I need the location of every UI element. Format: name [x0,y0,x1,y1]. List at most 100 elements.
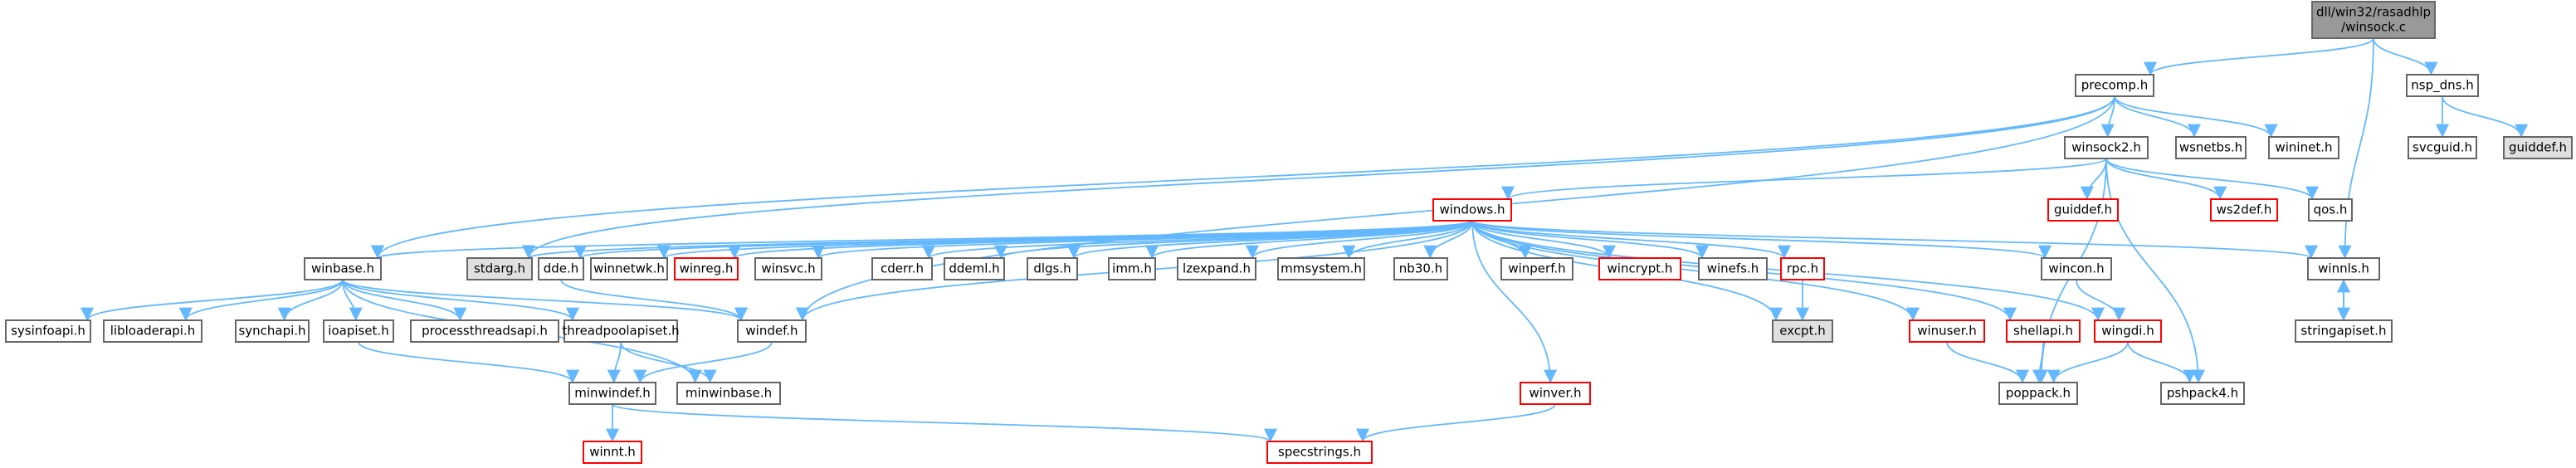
node-guiddef_red[interactable]: guiddef.h [2047,198,2119,222]
node-box-dlgs [1027,257,1078,280]
node-label-guiddef_red: guiddef.h [2054,202,2112,217]
node-winnetwk[interactable]: winnetwk.h [590,257,668,280]
node-dlgs[interactable]: dlgs.h [1027,257,1078,280]
node-label-wincrypt: wincrypt.h [1608,261,1673,276]
node-label-root: dll/win32/rasadhlp [2316,5,2431,20]
node-wincon[interactable]: wincon.h [2041,257,2112,280]
node-winsock2[interactable]: winsock2.h [2064,136,2149,159]
edge-winsock2-to-pshpack4 [2105,158,2205,383]
edge-winsock2-to-ws2def [2105,158,2227,200]
node-svcguid[interactable]: svcguid.h [2408,136,2477,159]
node-winperf[interactable]: winperf.h [1500,257,1573,280]
node-box-cderr [871,257,933,280]
node-label-svcguid: svcguid.h [2413,140,2472,155]
node-box-shellapi [2006,319,2081,343]
node-box-synchapi [235,319,310,343]
node-sysinfoapi[interactable]: sysinfoapi.h [5,319,91,343]
node-box-guiddef_gray [2503,136,2573,159]
node-excpt[interactable]: excpt.h [1772,319,1833,343]
node-label-guiddef_gray: guiddef.h [2509,140,2567,155]
node-winnt[interactable]: winnt.h [583,441,642,464]
edge-winuser-to-poppack [1946,341,2029,383]
node-qos[interactable]: qos.h [2308,198,2353,222]
node-mmsystem[interactable]: mmsystem.h [1277,257,1365,280]
edge-windows-to-dde [573,220,1473,259]
node-minwindef[interactable]: minwindef.h [568,382,656,405]
node-wsnetbs[interactable]: wsnetbs.h [2175,136,2247,159]
node-imm[interactable]: imm.h [1108,257,1156,280]
edge-precomp-to-stdarg [522,95,2115,259]
node-lzexpand[interactable]: lzexpand.h [1177,257,1256,280]
node-winefs[interactable]: winefs.h [1698,257,1768,280]
node-minwinbase[interactable]: minwinbase.h [676,382,781,405]
edge-windows-to-wincrypt [1471,220,1616,259]
node-winbase[interactable]: winbase.h [304,257,382,280]
node-label-stdarg: stdarg.h [474,261,525,276]
edge-windows-to-winefs [1471,220,1709,259]
edge-windows-to-dlgs [1067,220,1473,259]
node-label-windef: windef.h [745,324,798,339]
edge-windows-to-winver [1471,220,1558,383]
node-shellapi[interactable]: shellapi.h [2006,319,2081,343]
node-wininet[interactable]: wininet.h [2268,136,2339,159]
node-box-nsp_dns [2406,74,2479,97]
node-wingdi[interactable]: wingdi.h [2094,319,2162,343]
node-winnls[interactable]: winnls.h [2307,257,2380,280]
node-nb30[interactable]: nb30.h [1393,257,1448,280]
node-box-processthreadsapi [410,319,559,343]
node-box-precomp [2075,74,2154,97]
node-box-guiddef_red [2047,198,2119,222]
node-poppack[interactable]: poppack.h [1998,382,2078,405]
node-box-qos [2308,198,2353,222]
node-label-specstrings: specstrings.h [1278,445,1361,460]
edge-winbase-to-threadpoolapiset [342,279,579,321]
node-box-windows [1432,198,1512,222]
node-label-synchapi: synchapi.h [238,324,305,339]
node-threadpoolapiset[interactable]: threadpoolapiset.h [562,319,680,343]
node-guiddef_gray[interactable]: guiddef.h [2503,136,2573,159]
edge-precomp-to-winbase [371,95,2115,259]
node-precomp[interactable]: precomp.h [2075,74,2154,97]
node-stdarg[interactable]: stdarg.h [466,257,533,280]
edge-root-to-winnls [2338,37,2374,259]
node-nsp_dns[interactable]: nsp_dns.h [2406,74,2479,97]
node-ioapiset[interactable]: ioapiset.h [323,319,394,343]
node-label-wsnetbs: wsnetbs.h [2179,140,2242,155]
edge-winver-to-specstrings [1356,403,1556,442]
node-label-shellapi: shellapi.h [2013,324,2073,339]
node-label-ioapiset: ioapiset.h [328,324,388,339]
node-wincrypt[interactable]: wincrypt.h [1598,257,1681,280]
node-windows[interactable]: windows.h [1432,198,1512,222]
node-libloaderapi[interactable]: libloaderapi.h [103,319,202,343]
node-pshpack4[interactable]: pshpack4.h [2160,382,2245,405]
node-specstrings[interactable]: specstrings.h [1266,441,1373,464]
edge-windows-to-imm [1145,220,1473,259]
node-label-nb30: nb30.h [1399,261,1442,276]
node-box-winreg [674,257,739,280]
node-label-minwinbase: minwinbase.h [685,386,772,401]
edge-winbase-to-synchapi [277,279,344,321]
node-stringapiset[interactable]: stringapiset.h [2295,319,2393,343]
node-ddeml[interactable]: ddeml.h [944,257,1005,280]
node-synchapi[interactable]: synchapi.h [235,319,310,343]
node-box-stringapiset [2295,319,2393,343]
node-winuser[interactable]: winuser.h [1909,319,1985,343]
edge-precomp-to-wsnetbs [2114,95,2201,138]
node-box-winnls [2307,257,2380,280]
node-winsvc[interactable]: winsvc.h [754,257,822,280]
node-dde[interactable]: dde.h [538,257,584,280]
node-ws2def[interactable]: ws2def.h [2210,198,2278,222]
edge-winsock2-to-qos [2105,158,2319,200]
node-windef[interactable]: windef.h [737,319,807,343]
node-rpc[interactable]: rpc.h [1780,257,1825,280]
edge-winbase-to-libloaderapi [178,279,344,321]
node-box-specstrings [1266,441,1373,464]
node-box-winuser [1909,319,1985,343]
node-cderr[interactable]: cderr.h [871,257,933,280]
node-processthreadsapi[interactable]: processthreadsapi.h [410,319,559,343]
node-winreg[interactable]: winreg.h [674,257,739,280]
node-winver[interactable]: winver.h [1520,382,1591,405]
node-label-wingdi: wingdi.h [2101,324,2154,339]
node-root[interactable]: dll/win32/rasadhlp/winsock.c [2311,1,2436,39]
node-label-stringapiset: stringapiset.h [2300,324,2386,339]
